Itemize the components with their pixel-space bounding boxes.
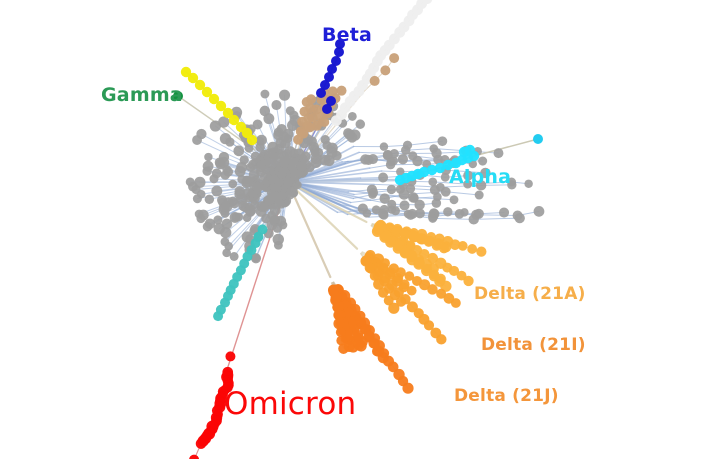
tree-edges-layer	[177, 0, 540, 459]
tree-nodes-layer	[173, 0, 545, 459]
